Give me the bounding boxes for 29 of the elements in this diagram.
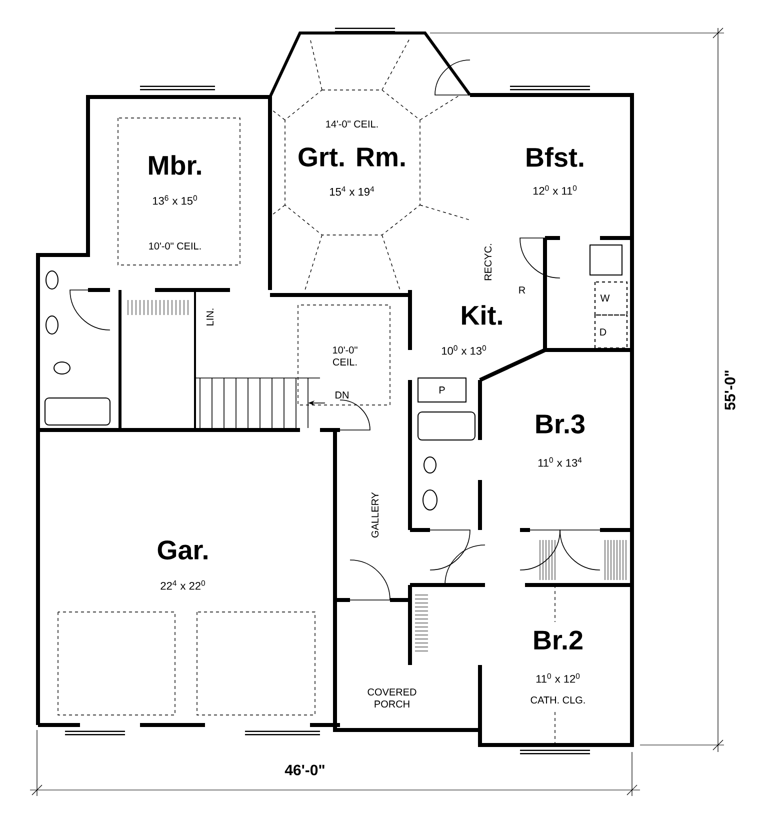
room-name: Br.3 bbox=[536, 414, 585, 434]
plan-note: DN bbox=[336, 392, 348, 398]
plan-note: COVERED PORCH bbox=[368, 688, 416, 708]
plan-note: 10'-0" CEIL. bbox=[149, 242, 201, 250]
room-name: Br.2 bbox=[534, 630, 582, 650]
overall-dimension: 46'-0" bbox=[284, 764, 324, 776]
room-dimension: 11$^{0}$ x 13$^{4}$ bbox=[538, 457, 582, 467]
room-dimension: 12$^{0}$ x 11$^{0}$ bbox=[533, 185, 577, 195]
room-name: Grt. Rm. bbox=[298, 147, 405, 167]
plan-note: LIN. bbox=[206, 308, 214, 326]
room-name: Bfst. bbox=[526, 147, 584, 167]
overall-dimension: 55'-0" bbox=[724, 370, 736, 410]
room-dimension: 11$^{0}$ x 12$^{0}$ bbox=[536, 673, 580, 683]
room-dimension: 15$^{4}$ x 19$^{4}$ bbox=[330, 186, 374, 196]
room-dimension: 22$^{4}$ x 22$^{0}$ bbox=[160, 580, 206, 590]
plan-note: W bbox=[600, 294, 610, 302]
room-name: Mbr. bbox=[149, 155, 201, 175]
room-dimension: 10$^{0}$ x 13$^{0}$ bbox=[442, 345, 486, 355]
plan-note: D bbox=[600, 328, 606, 336]
plan-note: 14'-0" CEIL. bbox=[326, 120, 378, 128]
plan-note: RECYC. bbox=[484, 244, 492, 280]
room-dimension: 13$^{6}$ x 15$^{0}$ bbox=[153, 195, 198, 205]
room-name: Gar. bbox=[158, 540, 208, 560]
plan-note: GALLERY bbox=[371, 492, 379, 538]
plan-note: R bbox=[519, 286, 526, 294]
room-name: Kit. bbox=[462, 305, 502, 325]
plan-note: 10'-0" CEIL. bbox=[333, 346, 358, 366]
plan-note: CATH. CLG. bbox=[530, 696, 585, 704]
plan-note: P bbox=[439, 386, 445, 394]
